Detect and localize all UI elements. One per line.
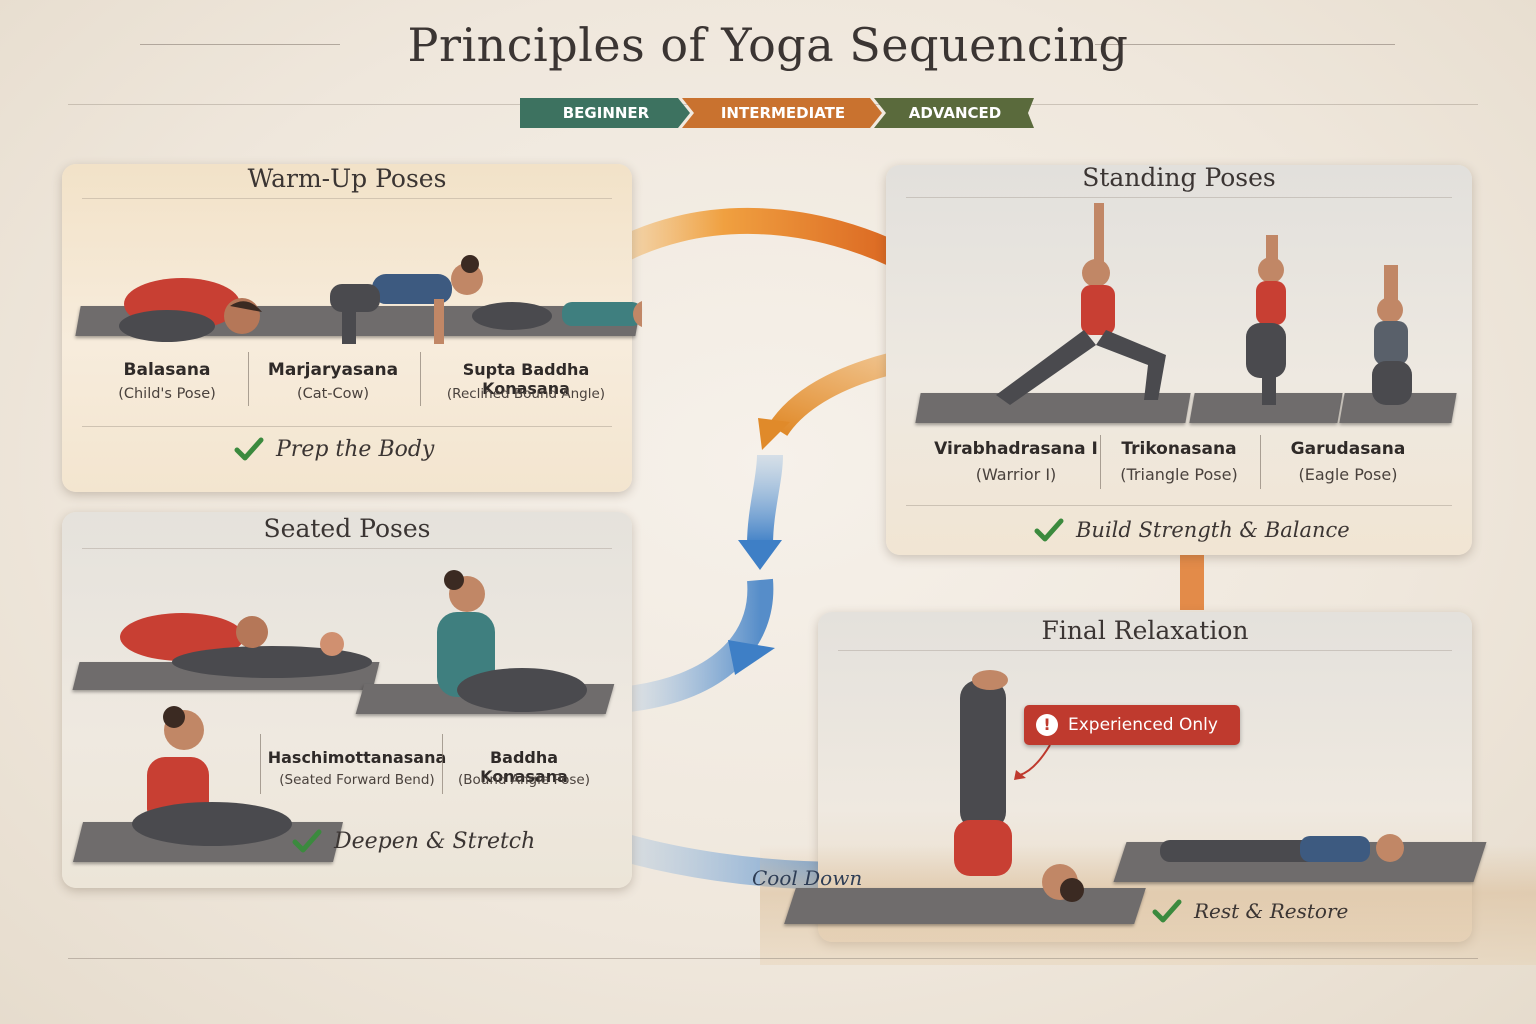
flow-arrow <box>747 454 783 546</box>
standing-title-rule <box>906 197 1452 198</box>
warmup-goal-text: Prep the Body <box>276 436 435 462</box>
check-icon <box>234 437 264 461</box>
divider <box>248 352 249 406</box>
final-title-rule <box>838 650 1452 651</box>
standing-goal-text: Build Strength & Balance <box>1076 518 1350 542</box>
triangle-figure <box>1246 235 1286 405</box>
standing-goal: Build Strength & Balance <box>1034 517 1350 543</box>
bound-angle-figure <box>132 706 292 846</box>
flow-arrow <box>618 578 774 713</box>
pose-name-balasana: Balasana <box>123 360 211 380</box>
divider <box>1260 435 1261 489</box>
seated-title: Seated Poses <box>263 514 431 543</box>
warmup-title-rule <box>82 198 612 199</box>
flow-arrow <box>1180 555 1204 610</box>
warrior-figure <box>996 203 1166 405</box>
balasana-figure <box>119 278 262 342</box>
pose-name-garudasana: Garudasana <box>1290 439 1406 459</box>
seated-figures <box>120 570 587 846</box>
standing-panel: Standing Poses Virabhadrasana I (Warrior… <box>886 163 1472 555</box>
page-title: Principles of Yoga Sequencing <box>407 18 1129 72</box>
footer-rule <box>68 958 1478 959</box>
pose-sub-supta-baddha-konasana: (Reclined Bound Angle) <box>446 386 606 402</box>
eagle-figure <box>1372 265 1412 405</box>
warmup-panel: Warm-Up Poses Balasana (Child's Pose) Ma… <box>62 164 642 492</box>
seated-goal-text: Deepen & Stretch <box>334 828 536 854</box>
standing-rule <box>906 505 1452 506</box>
divider <box>260 734 261 794</box>
warmup-figures <box>119 255 642 344</box>
standing-title: Standing Poses <box>1082 163 1276 192</box>
seated-panel: Seated Poses Haschimottanasana (Seated F… <box>62 512 632 888</box>
check-icon <box>292 829 322 853</box>
pose-name-baddha-konasana: Baddha Konasana <box>480 748 568 786</box>
pose-sub-virabhadrasana: (Warrior I) <box>975 465 1057 484</box>
standing-figures <box>996 203 1412 405</box>
seated-twist-figure <box>437 570 587 712</box>
experienced-only-alert: ! Experienced Only <box>1024 705 1240 745</box>
flow-arrow <box>728 640 775 675</box>
alert-icon: ! <box>1036 714 1058 736</box>
final-goal-text: Rest & Restore <box>1194 899 1349 923</box>
divider <box>420 352 421 406</box>
pose-sub-garudasana: (Eagle Pose) <box>1298 465 1398 484</box>
pose-sub-baddha-konasana: (Bound Angle Pose) <box>458 772 590 788</box>
title-rule-left-top <box>140 44 340 45</box>
check-icon <box>1152 899 1182 923</box>
level-ribbon: BEGINNER INTERMEDIATE ADVANCED <box>520 98 1034 128</box>
warmup-title: Warm-Up Poses <box>247 164 447 193</box>
divider <box>1100 435 1101 489</box>
savasana-figure <box>1160 834 1404 862</box>
final-goal: Rest & Restore <box>1152 898 1348 924</box>
level-advanced: ADVANCED <box>874 98 1034 128</box>
supta-baddha-konasana-figure <box>472 300 642 330</box>
flow-arrow <box>593 207 917 274</box>
pose-name-virabhadrasana: Virabhadrasana I <box>934 439 1098 459</box>
forward-bend-figure <box>120 613 372 678</box>
pose-name-trikonasana: Trikonasana <box>1121 439 1237 459</box>
pose-name-supta-baddha-konasana: Supta Baddha Konasana <box>462 360 590 398</box>
pose-sub-haschimottanasana: (Seated Forward Bend) <box>279 772 435 788</box>
level-beginner: BEGINNER <box>520 98 690 128</box>
pose-sub-marjaryasana: (Cat-Cow) <box>296 386 370 402</box>
pose-sub-trikonasana: (Triangle Pose) <box>1120 465 1238 484</box>
seated-title-rule <box>82 548 612 549</box>
seated-goal: Deepen & Stretch <box>292 828 535 854</box>
flow-arrow <box>738 540 782 570</box>
shoulderstand-figure <box>954 670 1084 902</box>
final-figures <box>954 670 1404 902</box>
pose-name-haschimottanasana: Haschimottanasana <box>267 748 447 767</box>
warmup-goal: Prep the Body <box>234 436 434 462</box>
marjaryasana-figure <box>330 255 483 344</box>
cool-down-label: Cool Down <box>752 866 863 890</box>
divider <box>442 734 443 794</box>
check-icon <box>1034 518 1064 542</box>
pose-sub-balasana: (Child's Pose) <box>118 386 216 402</box>
level-intermediate: INTERMEDIATE <box>682 98 882 128</box>
alert-text: Experienced Only <box>1068 715 1218 735</box>
final-title: Final Relaxation <box>1041 616 1249 645</box>
title-rule-right-top <box>1095 44 1395 45</box>
warmup-rule <box>82 426 612 427</box>
pose-name-marjaryasana: Marjaryasana <box>267 360 399 380</box>
flow-arrow <box>758 418 790 450</box>
